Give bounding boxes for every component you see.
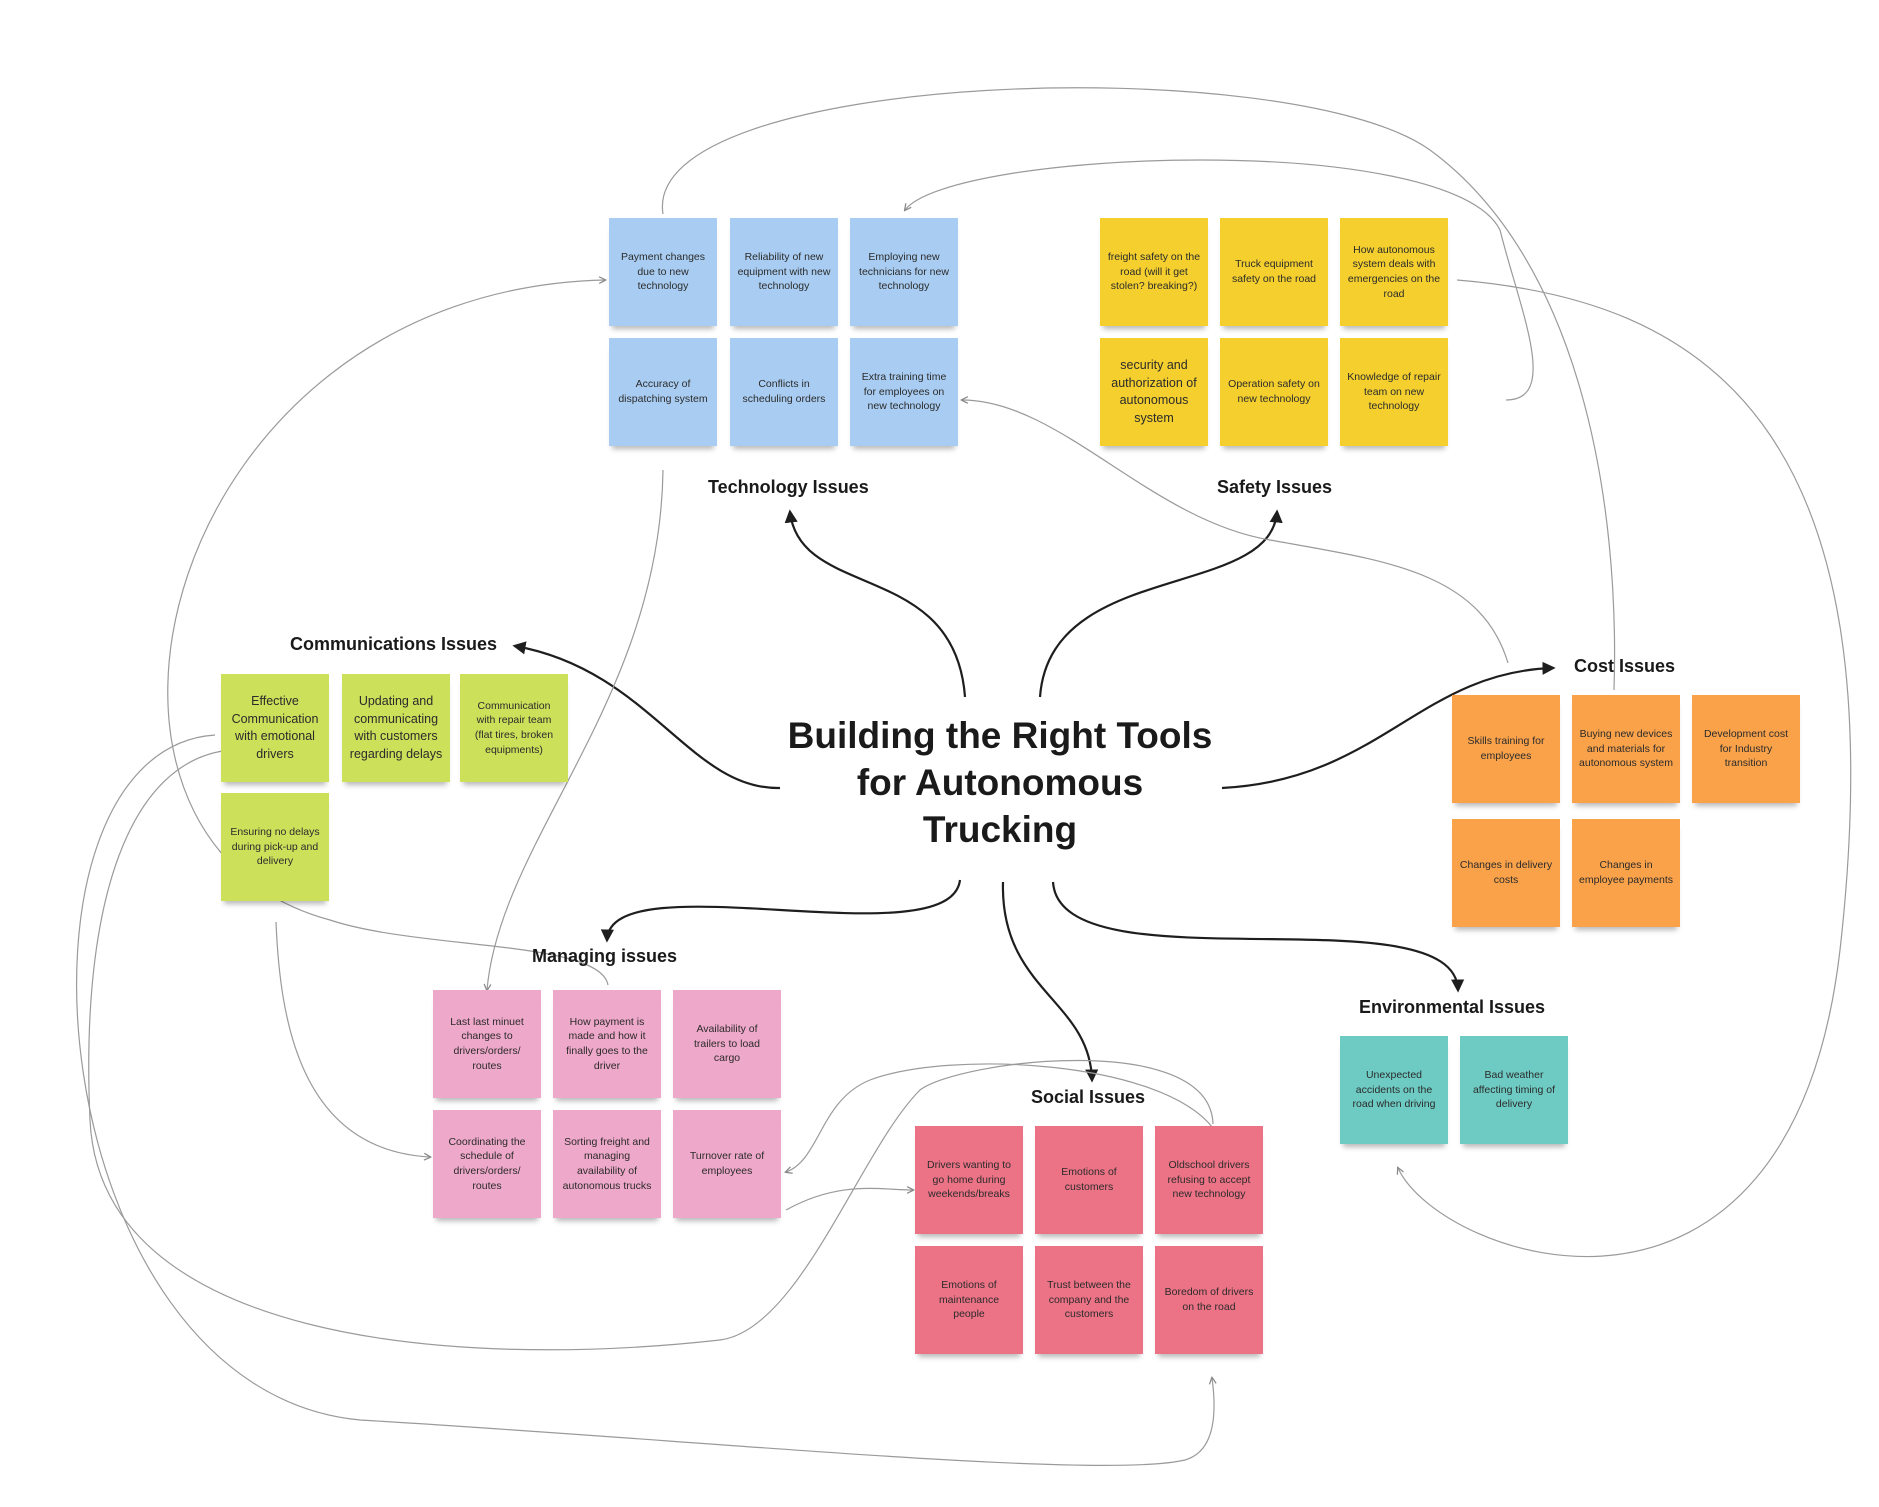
sticky-note-oldschool-drivers[interactable]: Oldschool drivers refusing to accept new… <box>1155 1126 1263 1234</box>
sticky-note-turnover-rate[interactable]: Turnover rate of employees <box>673 1110 781 1218</box>
sticky-note-coordinating-schedule[interactable]: Coordinating the schedule of drivers/ord… <box>433 1110 541 1218</box>
sticky-note-scheduling-conflicts[interactable]: Conflicts in scheduling orders <box>730 338 838 446</box>
sticky-note-employing-technicians[interactable]: Employing new technicians for new techno… <box>850 218 958 326</box>
sticky-note-effective-communication[interactable]: Effective Communication with emotional d… <box>221 674 329 782</box>
link-to-managing <box>600 879 962 943</box>
sticky-note-drivers-going-home[interactable]: Drivers wanting to go home during weeken… <box>915 1126 1023 1234</box>
sticky-note-driver-boredom[interactable]: Boredom of drivers on the road <box>1155 1246 1263 1354</box>
link-to-environmental <box>1051 881 1465 993</box>
sticky-note-security-authorization[interactable]: security and authorization of autonomous… <box>1100 338 1208 446</box>
sticky-note-emergencies[interactable]: How autonomous system deals with emergen… <box>1340 218 1448 326</box>
sticky-note-customer-emotions[interactable]: Emotions of customers <box>1035 1126 1143 1234</box>
sticky-note-skills-training[interactable]: Skills training for employees <box>1452 695 1560 803</box>
category-label-cost[interactable]: Cost Issues <box>1574 656 1676 676</box>
sticky-note-repair-team-communication[interactable]: Communication with repair team (flat tir… <box>460 674 568 782</box>
link-to-technology <box>784 509 967 698</box>
sticky-note-company-customer-trust[interactable]: Trust between the company and the custom… <box>1035 1246 1143 1354</box>
sticky-note-reliability[interactable]: Reliability of new equipment with new te… <box>730 218 838 326</box>
sticky-note-operation-safety[interactable]: Operation safety on new technology <box>1220 338 1328 446</box>
sticky-note-trailer-availability[interactable]: Availability of trailers to load cargo <box>673 990 781 1098</box>
sticky-note-employee-payments[interactable]: Changes in employee payments <box>1572 819 1680 927</box>
sticky-note-sorting-freight[interactable]: Sorting freight and managing availabilit… <box>553 1110 661 1218</box>
sticky-note-delivery-costs[interactable]: Changes in delivery costs <box>1452 819 1560 927</box>
category-label-managing[interactable]: Managing issues <box>532 946 678 966</box>
sticky-note-bad-weather[interactable]: Bad weather affecting timing of delivery <box>1460 1036 1568 1144</box>
sticky-note-truck-equipment-safety[interactable]: Truck equipment safety on the road <box>1220 218 1328 326</box>
sticky-note-ensuring-no-delays[interactable]: Ensuring no delays during pick-up and de… <box>221 793 329 901</box>
sticky-note-buying-devices[interactable]: Buying new devices and materials for aut… <box>1572 695 1680 803</box>
sticky-note-last-minute-changes[interactable]: Last last minuet changes to drivers/orde… <box>433 990 541 1098</box>
category-label-communications[interactable]: Communications Issues <box>290 634 498 654</box>
crosslink-ensuring-to-coordinating <box>275 921 430 1157</box>
sticky-note-development-cost[interactable]: Development cost for Industry transition <box>1692 695 1800 803</box>
sticky-note-maintenance-emotions[interactable]: Emotions of maintenance people <box>915 1246 1023 1354</box>
category-label-environmental[interactable]: Environmental Issues <box>1359 997 1546 1017</box>
link-to-social <box>1001 881 1099 1083</box>
sticky-note-freight-safety[interactable]: freight safety on the road (will it get … <box>1100 218 1208 326</box>
category-label-social[interactable]: Social Issues <box>1031 1087 1146 1107</box>
crosslink-turnover-to-drivers <box>785 1188 913 1211</box>
sticky-note-unexpected-accidents[interactable]: Unexpected accidents on the road when dr… <box>1340 1036 1448 1144</box>
sticky-note-dispatching-accuracy[interactable]: Accuracy of dispatching system <box>609 338 717 446</box>
link-to-safety <box>1038 509 1283 698</box>
sticky-note-payment-changes[interactable]: Payment changes due to new technology <box>609 218 717 326</box>
sticky-note-updating-customers[interactable]: Updating and communicating with customer… <box>342 674 450 782</box>
category-label-technology[interactable]: Technology Issues <box>708 477 869 497</box>
sticky-note-payment-to-driver[interactable]: How payment is made and how it finally g… <box>553 990 661 1098</box>
central-topic-title[interactable]: Building the Right Tools for Autonomous … <box>787 715 1213 850</box>
category-label-safety[interactable]: Safety Issues <box>1217 477 1333 497</box>
sticky-note-extra-training[interactable]: Extra training time for employees on new… <box>850 338 958 446</box>
sticky-note-repair-team-knowledge[interactable]: Knowledge of repair team on new technolo… <box>1340 338 1448 446</box>
